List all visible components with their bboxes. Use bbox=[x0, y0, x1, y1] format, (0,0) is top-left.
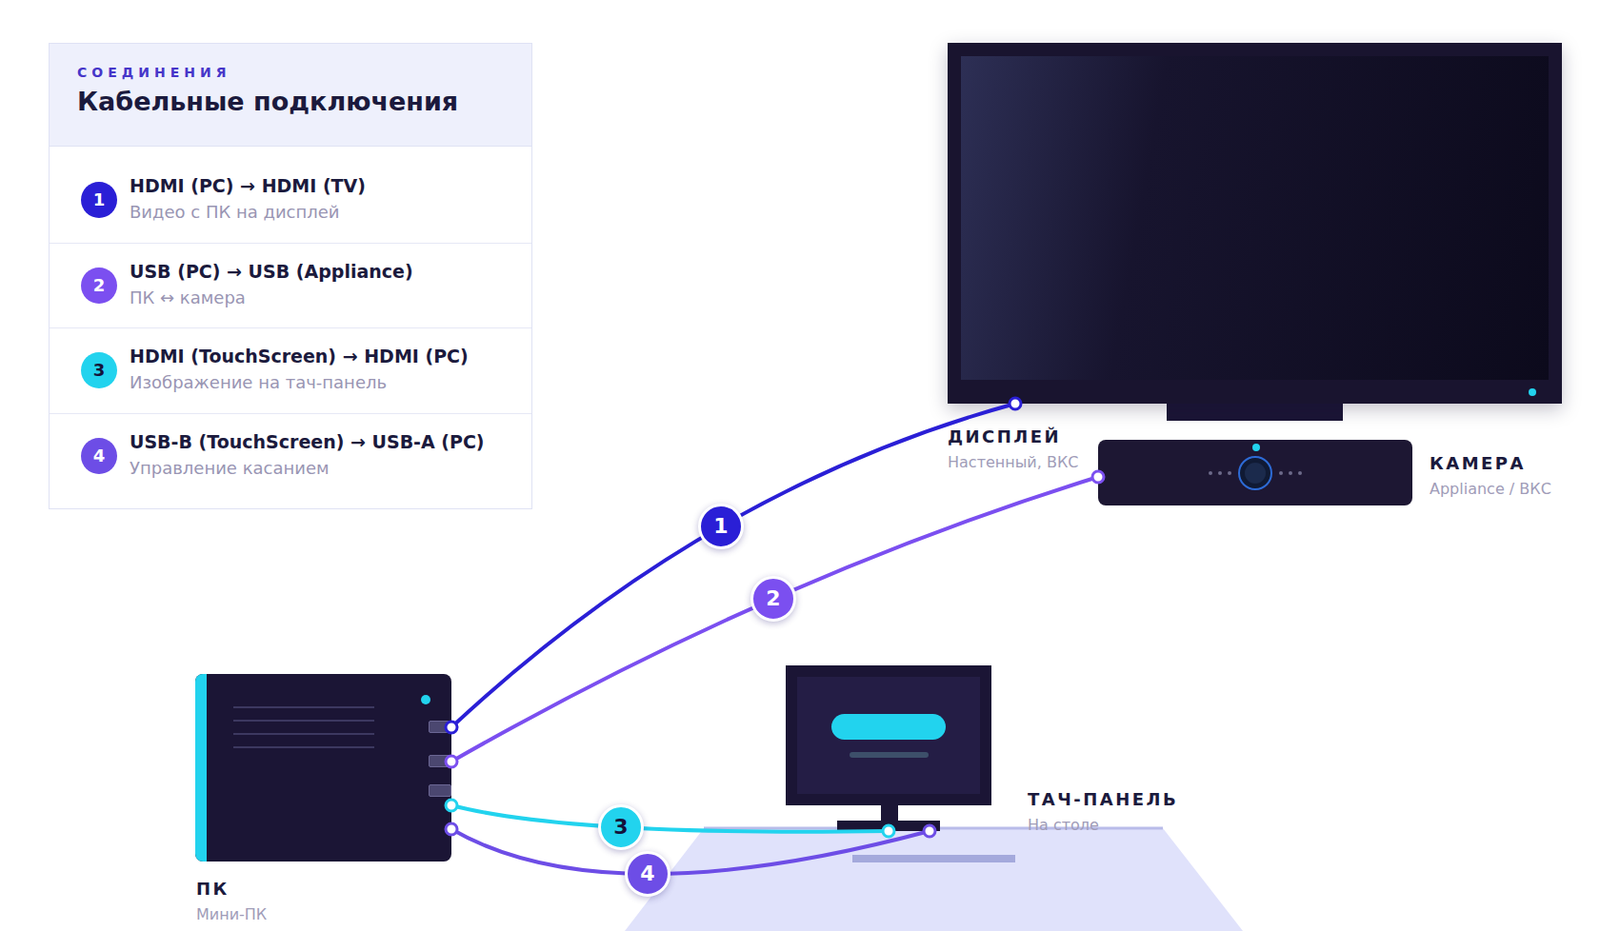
vent-line bbox=[233, 733, 375, 736]
device-note: Appliance / ВКС bbox=[1429, 480, 1552, 499]
status-led bbox=[1252, 443, 1260, 452]
vent-line bbox=[233, 706, 375, 709]
row-separator bbox=[49, 242, 532, 244]
legend-text: USB-B (TouchScreen) → USB-A (PC) bbox=[129, 431, 485, 453]
status-led bbox=[420, 695, 431, 705]
legend-swatch: 3 bbox=[80, 352, 118, 389]
legend-swatch: 4 bbox=[80, 438, 118, 475]
cable-connector bbox=[451, 805, 889, 833]
legend-subtitle: Изображение на тач-панель bbox=[129, 372, 387, 393]
device-note: Настенный, ВКС bbox=[947, 453, 1079, 472]
mic-dot bbox=[1288, 471, 1293, 476]
callout-number: 4 bbox=[640, 863, 655, 885]
legend-text: USB (PC) → USB (Appliance) bbox=[129, 260, 414, 282]
callout-number: 2 bbox=[93, 277, 106, 295]
callout-number: 2 bbox=[765, 588, 780, 610]
vent-line bbox=[233, 720, 375, 722]
row-separator bbox=[49, 327, 532, 329]
callout-number: 3 bbox=[93, 361, 106, 380]
device-note: Мини-ПК bbox=[196, 905, 267, 924]
legend-subtitle: Управление касанием bbox=[129, 458, 330, 479]
camera-face bbox=[1098, 440, 1413, 506]
device-name: ДИСПЛЕЙ bbox=[947, 426, 1061, 447]
legend-panel: СОЕДИНЕНИЯ Кабельные подключения 1 HDMI (PC… bbox=[48, 42, 533, 510]
monitor-base bbox=[837, 820, 940, 832]
camera-lens bbox=[1244, 462, 1266, 484]
ui-pill bbox=[831, 714, 946, 740]
callout-number: 3 bbox=[613, 817, 628, 839]
monitor-neck bbox=[880, 805, 899, 821]
device-name: ПК bbox=[196, 879, 230, 900]
kicker-label: СОЕДИНЕНИЯ bbox=[77, 64, 231, 80]
callout-badge: 2 bbox=[750, 576, 797, 622]
touch-monitor bbox=[785, 665, 992, 832]
device-touch: ТАЧ-ПАНЕЛЬНа столе bbox=[785, 665, 992, 832]
mic-dot bbox=[1227, 471, 1232, 476]
monitor-body bbox=[785, 665, 992, 806]
cable-connector bbox=[451, 829, 930, 875]
ui-bar bbox=[849, 752, 929, 759]
device-note: На столе bbox=[1027, 816, 1100, 835]
mic-dot bbox=[1218, 471, 1222, 476]
tv-stand bbox=[1166, 403, 1343, 421]
mic-dot bbox=[1298, 471, 1302, 476]
legend-subtitle: Видео с ПК на дисплей bbox=[129, 201, 340, 222]
device-pc: ПКМини-ПК bbox=[195, 674, 452, 862]
callout-badge: 1 bbox=[698, 503, 744, 550]
tv-screen bbox=[960, 56, 1549, 380]
status-led bbox=[1528, 388, 1537, 397]
desk-surface bbox=[624, 828, 1243, 931]
callout-number: 4 bbox=[93, 447, 106, 465]
mic-dot bbox=[1208, 471, 1213, 476]
vent-line bbox=[233, 746, 375, 749]
callout-badge: 3 bbox=[598, 804, 644, 851]
legend-text: HDMI (PC) → HDMI (TV) bbox=[129, 175, 366, 197]
legend-swatch: 2 bbox=[80, 267, 118, 304]
device-cam: КАМЕРАAppliance / ВКС bbox=[1098, 440, 1413, 506]
monitor-screen bbox=[797, 677, 980, 795]
mic-dot bbox=[1279, 471, 1283, 476]
row-separator bbox=[49, 413, 532, 415]
camera-lens-ring bbox=[1239, 457, 1272, 490]
callout-badge: 4 bbox=[624, 851, 671, 898]
device-name: ТАЧ-ПАНЕЛЬ bbox=[1027, 789, 1179, 810]
device-name: КАМЕРА bbox=[1429, 453, 1526, 474]
legend-swatch: 1 bbox=[80, 181, 118, 219]
callout-number: 1 bbox=[93, 191, 106, 209]
cable-connector bbox=[451, 477, 1099, 762]
port bbox=[428, 720, 452, 734]
port bbox=[428, 784, 452, 798]
panel-title: Кабельные подключения bbox=[77, 86, 459, 117]
port bbox=[428, 755, 452, 768]
desk-shadow bbox=[852, 855, 1016, 863]
legend-subtitle: ПК ↔ камера bbox=[129, 287, 246, 308]
legend-text: HDMI (TouchScreen) → HDMI (PC) bbox=[129, 345, 469, 367]
accent-band bbox=[195, 674, 207, 862]
device-tv: ДИСПЛЕЙНастенный, ВКС bbox=[947, 42, 1562, 404]
callout-number: 1 bbox=[713, 516, 728, 538]
